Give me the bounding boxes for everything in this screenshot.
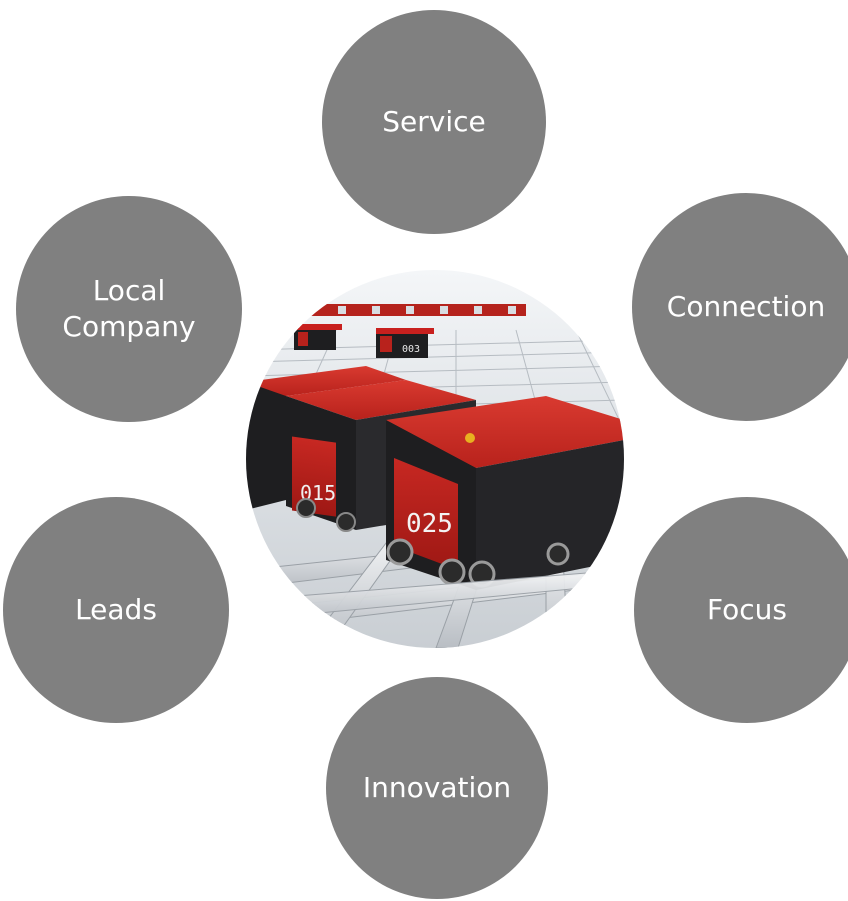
- service-label: Service: [382, 105, 486, 138]
- central-hub-image: 003 015 025: [246, 270, 624, 648]
- robot-display-c: 003: [402, 344, 420, 355]
- service-node: Service: [322, 10, 546, 234]
- focus-label: Focus: [707, 593, 787, 626]
- local-company-label: Local Company: [62, 274, 196, 343]
- robot-display-a: 025: [406, 509, 453, 539]
- innovation-node: Innovation: [326, 677, 548, 899]
- focus-node: Focus: [634, 497, 848, 723]
- warehouse-robot-photo-icon: 003 015 025: [246, 270, 624, 648]
- leads-label: Leads: [75, 593, 157, 626]
- connection-node: Connection: [632, 193, 848, 421]
- innovation-label: Innovation: [362, 771, 512, 804]
- connection-label: Connection: [666, 290, 826, 323]
- local-company-node: Local Company: [16, 196, 242, 422]
- leads-node: Leads: [3, 497, 229, 723]
